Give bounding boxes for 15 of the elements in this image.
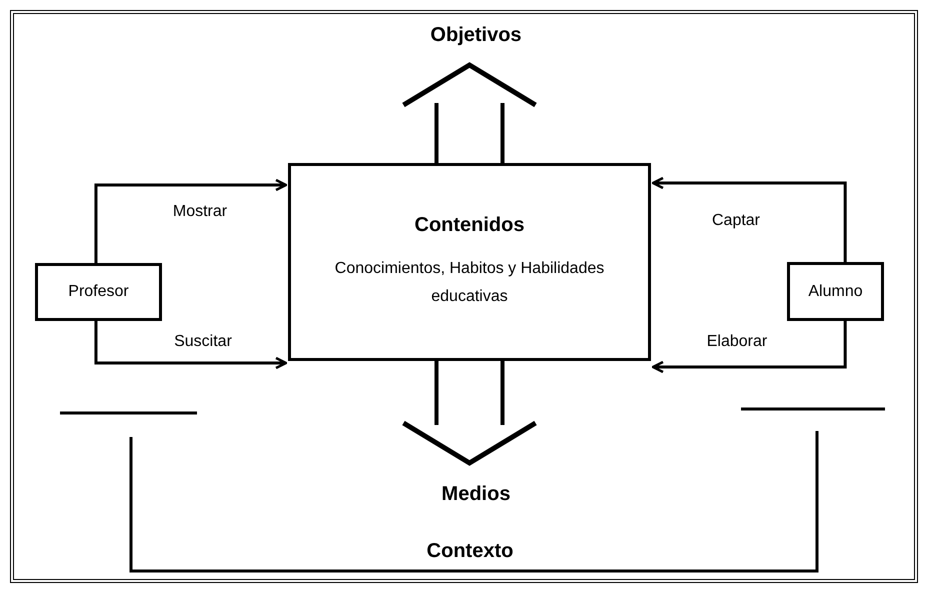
heading-text: Objetivos <box>430 24 522 47</box>
content-box <box>288 163 651 361</box>
box-description: Conocimientos, Habitos y Habilidades educativas <box>334 258 606 306</box>
box-title: Contenidos <box>414 214 524 236</box>
student-box <box>787 262 884 321</box>
teacher-box <box>35 263 162 321</box>
arrow <box>652 176 847 262</box>
box-label: Profesor <box>68 283 129 301</box>
arrow <box>94 178 288 263</box>
heading-text: Medios <box>442 483 510 506</box>
arrow <box>652 321 847 374</box>
arrow <box>94 321 288 370</box>
edge-label: Captar <box>710 212 762 230</box>
box-label: Alumno <box>808 282 863 300</box>
context-label: Contexto <box>426 540 514 563</box>
